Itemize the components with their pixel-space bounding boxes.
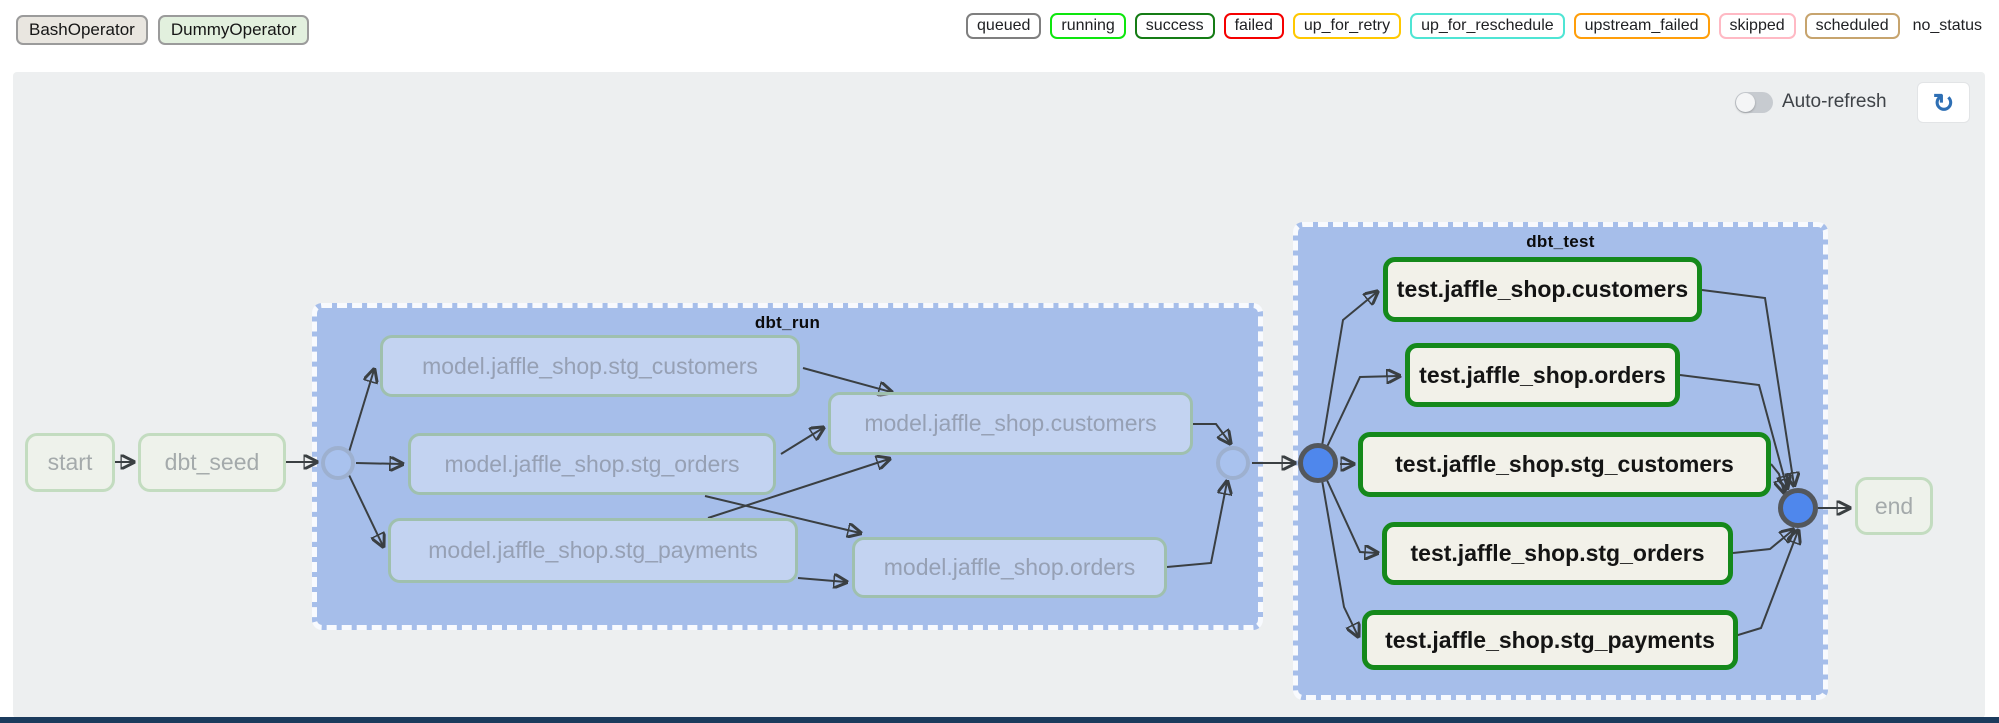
status-badge-success: success xyxy=(1134,13,1215,39)
join-circle-run-out xyxy=(1216,446,1250,480)
status-badge-skipped: skipped xyxy=(1718,13,1796,39)
join-circle-seed-out xyxy=(321,446,355,480)
auto-refresh-toggle[interactable] xyxy=(1735,92,1773,113)
auto-refresh-label: Auto-refresh xyxy=(1782,91,1887,112)
task-label: model.jaffle_shop.stg_orders xyxy=(444,450,740,477)
task-label: start xyxy=(47,449,93,475)
refresh-button[interactable]: ↻ xyxy=(1917,82,1970,123)
task-node-test-stg-payments[interactable]: test.jaffle_shop.stg_payments xyxy=(1362,610,1738,670)
join-circle-test-out xyxy=(1778,488,1818,528)
operator-badge-dummyoperator: DummyOperator xyxy=(157,15,310,45)
task-label: model.jaffle_shop.stg_payments xyxy=(428,537,758,563)
task-group-label: dbt_test xyxy=(1526,232,1595,251)
task-label: model.jaffle_shop.customers xyxy=(864,410,1157,436)
task-label: test.jaffle_shop.stg_orders xyxy=(1410,540,1705,566)
task-node-test-customers[interactable]: test.jaffle_shop.customers xyxy=(1383,257,1702,322)
operator-legend: BashOperator DummyOperator xyxy=(16,15,310,45)
task-node-model-stg-payments[interactable]: model.jaffle_shop.stg_payments xyxy=(388,518,798,583)
task-node-model-stg-orders[interactable]: model.jaffle_shop.stg_orders xyxy=(408,433,776,495)
toggle-knob xyxy=(1736,93,1755,112)
task-node-model-orders[interactable]: model.jaffle_shop.orders xyxy=(852,537,1167,598)
status-badge-scheduled: scheduled xyxy=(1804,13,1900,39)
task-label: end xyxy=(1874,492,1914,519)
task-node-test-stg-orders[interactable]: test.jaffle_shop.stg_orders xyxy=(1382,522,1733,585)
task-node-dbt-seed[interactable]: dbt_seed xyxy=(138,433,286,492)
status-badge-queued: queued xyxy=(966,13,1042,39)
task-label: test.jaffle_shop.orders xyxy=(1419,361,1666,388)
task-label: model.jaffle_shop.orders xyxy=(883,554,1136,580)
status-badge-upstream_failed: upstream_failed xyxy=(1573,13,1710,39)
task-label: test.jaffle_shop.stg_payments xyxy=(1385,626,1715,653)
task-label: test.jaffle_shop.stg_customers xyxy=(1395,451,1734,477)
task-node-end[interactable]: end xyxy=(1855,477,1933,535)
top-bar: BashOperator DummyOperator queued running s… xyxy=(0,0,1999,72)
task-node-model-customers[interactable]: model.jaffle_shop.customers xyxy=(828,392,1193,455)
operator-badge-bashoperator: BashOperator xyxy=(16,15,148,45)
task-node-test-orders[interactable]: test.jaffle_shop.orders xyxy=(1405,343,1680,407)
task-label: dbt_seed xyxy=(164,449,260,475)
join-circle-test-in xyxy=(1298,443,1338,483)
task-label: test.jaffle_shop.customers xyxy=(1396,276,1689,302)
status-badge-up_for_retry: up_for_retry xyxy=(1292,13,1402,39)
status-badge-up_for_reschedule: up_for_reschedule xyxy=(1410,13,1565,39)
dag-graph-canvas[interactable]: Auto-refresh ↻ dbt_run dbt_test xyxy=(13,72,1985,718)
refresh-icon: ↻ xyxy=(1932,87,1955,118)
task-node-start[interactable]: start xyxy=(25,433,115,492)
task-label: model.jaffle_shop.stg_customers xyxy=(422,352,758,379)
task-node-test-stg-customers[interactable]: test.jaffle_shop.stg_customers xyxy=(1358,432,1771,497)
bottom-bar xyxy=(0,717,1999,723)
status-badge-running: running xyxy=(1050,13,1126,39)
status-badge-no_status: no_status xyxy=(1912,17,1982,34)
task-node-model-stg-customers[interactable]: model.jaffle_shop.stg_customers xyxy=(380,335,800,397)
status-legend: queued running success failed up_for_retry up… xyxy=(966,13,1986,39)
task-group-label: dbt_run xyxy=(754,313,821,332)
status-badge-failed: failed xyxy=(1223,13,1284,39)
